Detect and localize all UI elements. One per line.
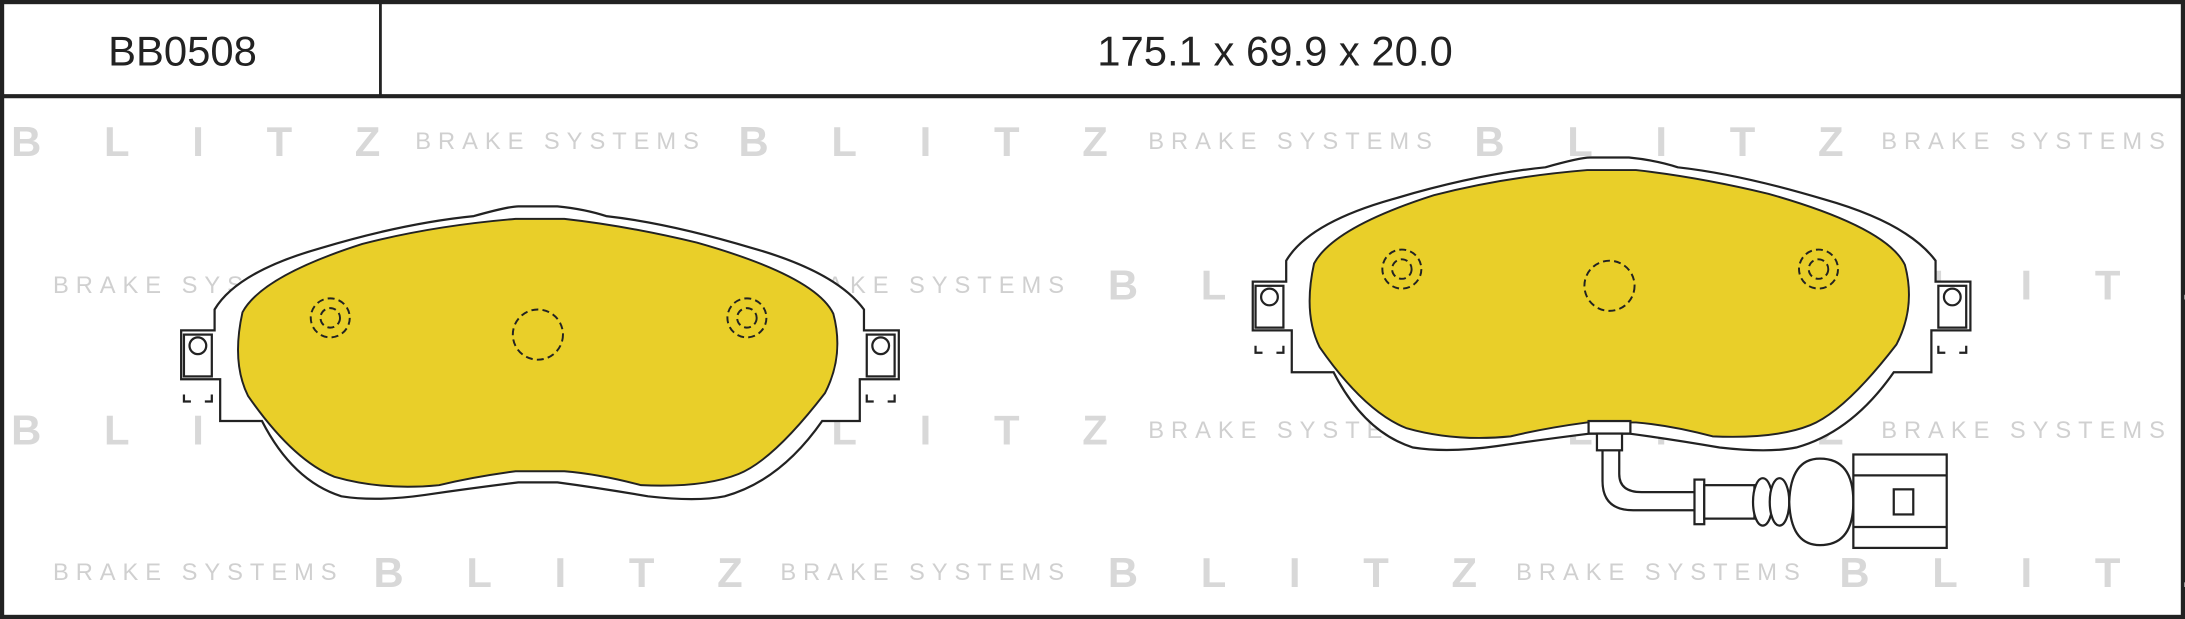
brake-pad-left <box>180 205 900 501</box>
watermark-tagline: BRAKE SYSTEMS <box>780 560 1071 586</box>
wear-sensor <box>1587 419 1948 550</box>
watermark-brand: BLITZ <box>1108 549 1540 596</box>
watermark-tagline: BRAKE SYSTEMS <box>1881 129 2172 155</box>
watermark-tagline: BRAKE SYSTEMS <box>1148 129 1439 155</box>
watermark-brand: BLITZ <box>1474 118 1906 165</box>
watermark-tagline: BRAKE SYSTEMS <box>1881 418 2172 444</box>
watermark-brand: BLITZ <box>11 118 443 165</box>
watermark-brand: BLITZ <box>1839 549 2185 596</box>
watermark-tagline: BRAKE SYSTEMS <box>53 560 344 586</box>
part-number: BB0508 <box>108 28 257 75</box>
watermark-tagline: BRAKE SYSTEMS <box>415 129 706 155</box>
dimensions: 175.1 x 69.9 x 20.0 <box>1097 28 1452 75</box>
watermark-brand: BLITZ <box>373 549 805 596</box>
watermark-brand: BLITZ <box>739 118 1171 165</box>
watermark-tagline: BRAKE SYSTEMS <box>1516 560 1807 586</box>
brake-pad-right <box>1251 156 1972 452</box>
